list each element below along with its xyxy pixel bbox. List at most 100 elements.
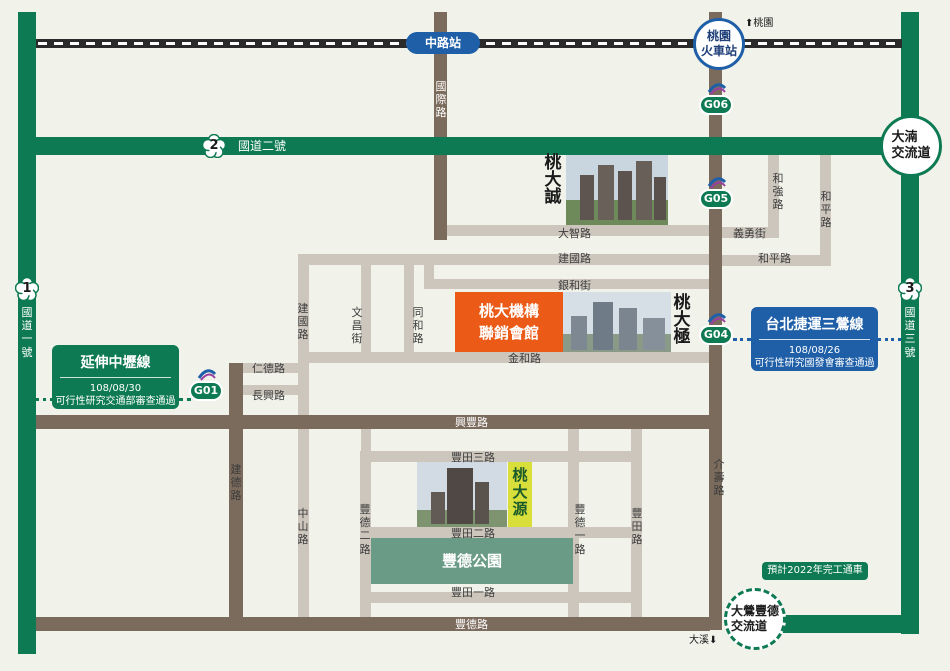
sanying-box[interactable]: 台北捷運三鶯線 108/08/26 可行性研究國發會審查通過 <box>751 307 878 371</box>
mrt-g06[interactable]: G06 <box>699 82 733 116</box>
mrt-code: G05 <box>699 189 733 209</box>
road-heping-v <box>820 155 831 266</box>
label-jieshou: 介壽路 <box>713 458 725 498</box>
label-fengtian-v: 豐田路 <box>631 507 643 547</box>
mrt-g05[interactable]: G05 <box>699 176 733 210</box>
label-heping-h: 和平路 <box>758 252 791 265</box>
label-xingfeng: 興豐路 <box>455 416 488 429</box>
road-xingfeng <box>35 415 710 429</box>
fengde-park: 豐德公園 <box>371 538 573 584</box>
label-fengde2: 豐德二路 <box>359 503 371 556</box>
road-jianguo-h <box>298 254 720 265</box>
building-photo-taoyuan <box>417 462 507 527</box>
road-fengde2 <box>360 451 371 618</box>
zhongli-ext-connector <box>179 398 191 401</box>
building-photo <box>563 292 671 352</box>
highway-2-label: 國道二號 <box>238 139 287 153</box>
label-changxing: 長興路 <box>252 389 285 402</box>
road-yiyong <box>720 227 779 238</box>
road-dazhi <box>438 225 720 236</box>
building-photo <box>566 155 668 225</box>
mrt-logo-icon <box>197 369 217 381</box>
mrt-logo-icon <box>707 177 727 189</box>
label-heqiang: 和強路 <box>772 172 784 212</box>
zhongli-ext-note: 可行性研究交通部審查通過 <box>55 396 176 407</box>
project-taocheng-label: 桃大誠 <box>544 153 562 207</box>
mrt-g04[interactable]: G04 <box>699 312 733 346</box>
plum-flower-badge-icon <box>897 276 923 302</box>
mrt-logo-icon <box>707 83 727 95</box>
label-yiyong: 義勇街 <box>733 227 766 240</box>
mrt-code: G04 <box>699 325 733 345</box>
mrt-code: G01 <box>189 381 223 401</box>
sanying-connector <box>733 338 751 341</box>
road-zhongshan <box>298 254 309 618</box>
building-photo <box>417 462 507 527</box>
zhongli-ext-dotted-line <box>36 398 53 401</box>
label-jinhe: 金和路 <box>508 352 541 365</box>
label-renzhe: 仁德路 <box>252 362 285 375</box>
mrt-code: G06 <box>699 95 733 115</box>
highway-2 <box>18 137 902 155</box>
label-fengtian3: 豐田三路 <box>451 451 495 464</box>
label-wenchang: 文昌街 <box>351 306 363 346</box>
highway-1-label: 國道一號 <box>21 306 33 359</box>
taoyuan-direction-arrow: ⬆桃園 <box>745 18 774 29</box>
sanying-connector-east <box>878 338 901 341</box>
taoyuan-station[interactable]: 桃園 火車站 <box>693 18 745 70</box>
plum-flower-badge-icon <box>14 276 40 302</box>
sales-office-line1: 桃大機構 <box>478 302 539 320</box>
highway-3-number: 3 <box>905 281 915 296</box>
road-fengtian2 <box>360 527 642 538</box>
road-jinhe <box>298 352 720 363</box>
project-taoji-label: 桃大極 <box>673 293 691 347</box>
daxi-direction-arrow: 大溪⬇ <box>689 635 718 646</box>
highway-1-number: 1 <box>22 281 32 296</box>
label-fengde1: 豐德一路 <box>574 503 586 556</box>
road-tonghe <box>404 265 414 355</box>
label-jianguo-h: 建國路 <box>558 252 591 265</box>
road-renzhe <box>232 363 309 373</box>
zhonglu-station[interactable]: 中路站 <box>406 32 480 54</box>
road-fengde1 <box>568 428 579 618</box>
road-wenchang <box>361 265 371 355</box>
sales-office-box[interactable]: 桃大機構 聯銷會館 <box>455 292 563 352</box>
label-guoji: 國際路 <box>435 80 447 120</box>
road-guoji <box>434 12 447 240</box>
highway-1-badge: 1 <box>14 276 40 302</box>
plum-flower-badge-icon <box>201 133 227 159</box>
road-fengtian3 <box>360 451 642 462</box>
mrt-g01[interactable]: G01 <box>189 368 223 402</box>
zhongli-ext-box[interactable]: 延伸中壢線 108/08/30 可行性研究交通部審查通過 <box>52 345 179 409</box>
label-tonghe: 同和路 <box>412 306 424 346</box>
highway-3-badge: 3 <box>897 276 923 302</box>
highway-2-badge: 2 <box>201 133 227 159</box>
dazhu-interchange[interactable]: 大湳 交流道 <box>880 115 942 177</box>
sales-office-line2: 聯銷會館 <box>478 324 539 342</box>
building-photo-taoji <box>563 292 671 352</box>
road-fengtian-v <box>631 428 642 618</box>
highway-1 <box>18 12 36 654</box>
road-yinhe <box>424 279 720 289</box>
road-heqiang <box>768 155 779 238</box>
label-zhongshan: 中山路 <box>297 507 309 547</box>
zhongli-ext-date: 108/08/30 <box>89 383 142 394</box>
label-jianguo-v: 建國路 <box>297 302 309 342</box>
label-fengtian2: 豐田二路 <box>451 527 495 540</box>
label-fengtian1: 豐田一路 <box>451 586 495 599</box>
project-taoyuan-label: 桃大源 <box>508 462 532 527</box>
zhongli-ext-title: 延伸中壢線 <box>80 355 151 371</box>
road-jianxue <box>229 363 243 619</box>
sanying-note: 可行性研究國發會審查通過 <box>754 358 875 369</box>
road-heping-h <box>720 255 831 266</box>
mrt-logo-icon <box>707 313 727 325</box>
highway-2-number: 2 <box>209 138 219 153</box>
building-photo-taocheng <box>566 155 668 225</box>
dayingfengde-interchange[interactable]: 大鶯豐德 交流道 <box>724 588 786 650</box>
label-yinhe: 銀和街 <box>558 279 591 292</box>
road-jieshou <box>709 12 722 630</box>
label-jianxue: 建德路 <box>230 463 242 503</box>
road-fengtian1 <box>360 592 642 603</box>
road-yinhe-stub <box>424 265 434 289</box>
